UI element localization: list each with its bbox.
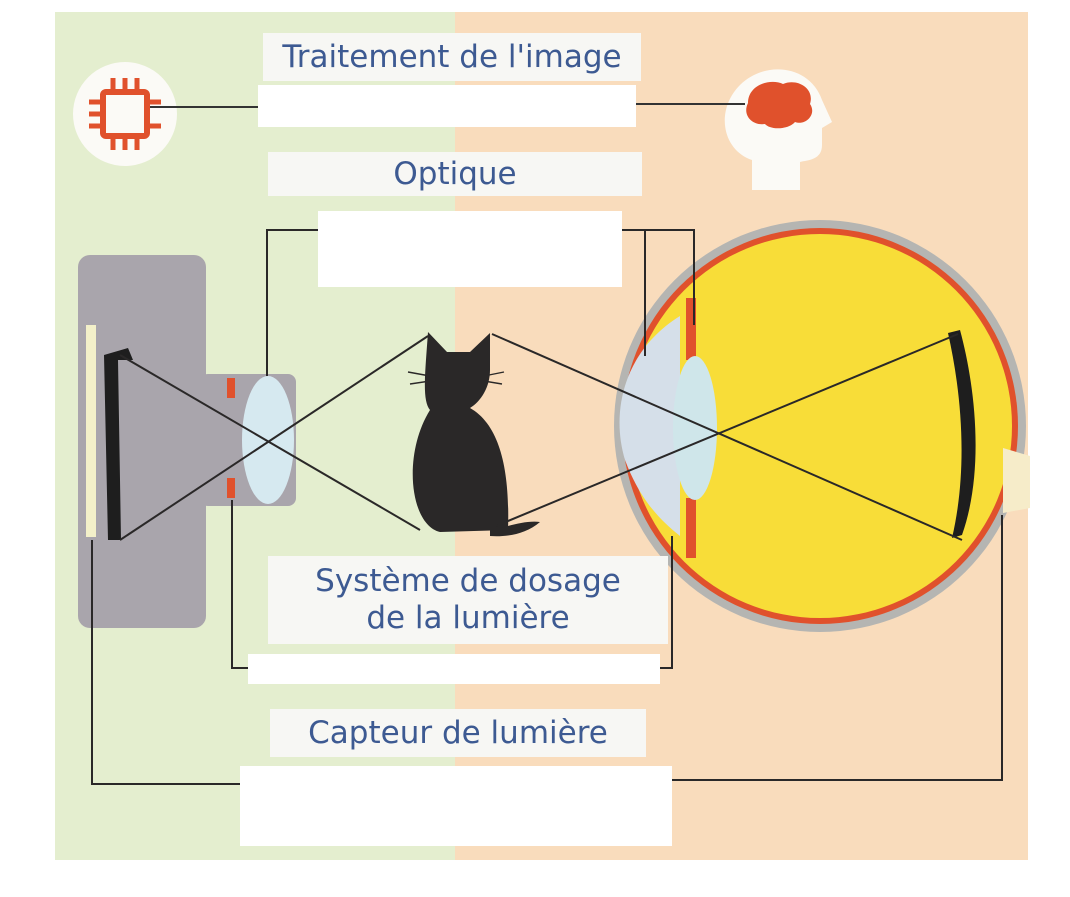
cat-whiskers	[407, 371, 505, 385]
label-light-dosing-system: Système de dosage de la lumière	[268, 556, 668, 644]
cat-figure	[412, 332, 540, 537]
camera-diagram	[78, 255, 296, 628]
chip-icon	[73, 62, 177, 166]
label-optics: Optique	[268, 152, 642, 196]
brain-head-icon	[724, 69, 832, 190]
label-light-dosing-line2: de la lumière	[366, 600, 570, 636]
label-light-sensor: Capteur de lumière	[270, 709, 646, 757]
label-image-processing: Traitement de l'image	[263, 33, 641, 81]
connector-lines	[91, 229, 1003, 785]
answer-box-computer-part[interactable]	[258, 85, 636, 127]
answer-box-dosing-parts[interactable]	[248, 654, 660, 684]
answer-box-sensor-parts[interactable]	[240, 766, 672, 846]
label-light-dosing-line1: Système de dosage	[315, 563, 621, 600]
eye-diagram	[614, 220, 1030, 632]
light-rays	[119, 333, 963, 541]
answer-box-optics-parts[interactable]	[318, 211, 622, 287]
